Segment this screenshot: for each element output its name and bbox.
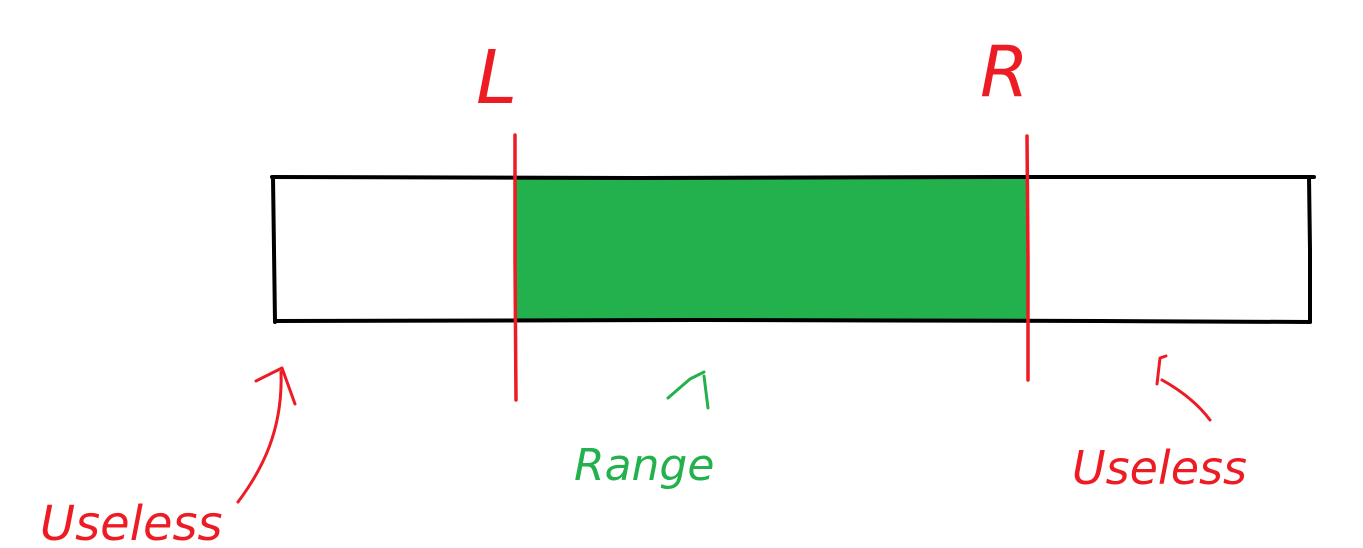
right-marker-line [1025, 134, 1030, 382]
left-marker-label: L [476, 35, 517, 121]
left-marker-line [513, 133, 518, 402]
useless-right-arrow [1155, 354, 1212, 422]
range-arrow-shaft [702, 374, 710, 410]
array-bar-top-edge [270, 175, 1316, 180]
useless-left-label: Useless [40, 496, 223, 548]
useless-left-arrow-head [254, 366, 297, 406]
range-segment [516, 177, 1028, 320]
useless-right-label: Useless [1072, 441, 1247, 495]
right-marker: R [980, 31, 1030, 382]
array-bar [270, 175, 1316, 324]
useless-left-arrow-shaft [236, 370, 283, 504]
range-arrow [666, 370, 710, 410]
array-bar-bottom-edge [273, 318, 1312, 324]
array-bar-right-edge [1307, 175, 1312, 324]
useless-right-arrow-shaft [1160, 378, 1212, 422]
range-label: Range [574, 440, 714, 491]
useless-right-arrow-head [1155, 354, 1168, 386]
right-marker-label: R [980, 31, 1029, 113]
range-arrow-head [666, 370, 706, 400]
left-marker: L [476, 35, 518, 402]
useless-left-arrow [236, 366, 297, 504]
array-bar-left-edge [271, 175, 277, 324]
